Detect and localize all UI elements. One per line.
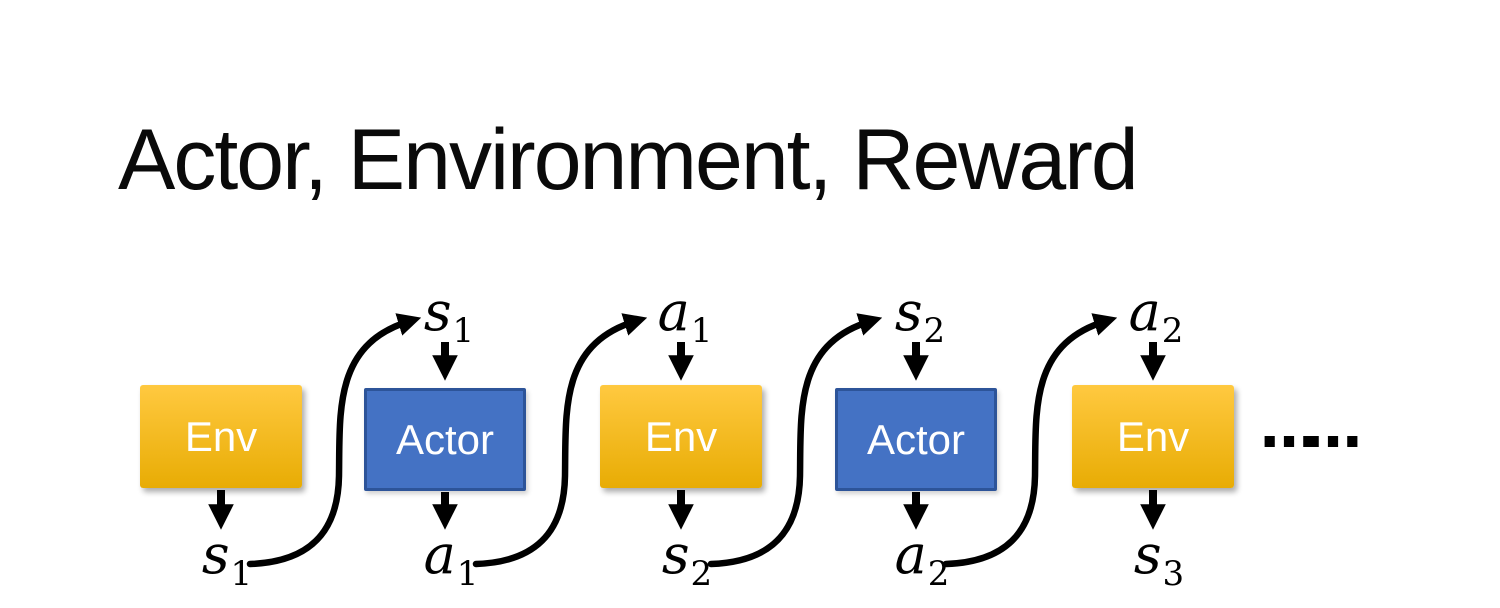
actor-box-2: Actor (835, 388, 997, 491)
top-label-s1: s1 (424, 285, 474, 349)
bottom-label-a1: a1 (424, 528, 479, 592)
env-box-3: Env (1072, 385, 1234, 488)
bottom-label-a1-sub: 1 (456, 554, 479, 594)
actor-box-1: Actor (364, 388, 526, 491)
env-box-3-label: Env (1116, 412, 1190, 460)
top-label-s2-base: s (894, 280, 923, 343)
bottom-label-s3-base: s (1133, 523, 1162, 586)
env-box-2: Env (600, 385, 762, 488)
top-label-s1-base: s (423, 280, 452, 343)
bottom-label-s1: s1 (202, 528, 252, 592)
bottom-label-s2-base: s (661, 523, 690, 586)
page-title: Actor, Environment, Reward (118, 112, 1139, 208)
bottom-label-a2-base: a (894, 523, 927, 586)
env-box-1-label: Env (184, 412, 258, 460)
bottom-label-a1-base: a (423, 523, 456, 586)
actor-box-2-label: Actor (866, 415, 966, 463)
top-label-a2-base: a (1128, 280, 1161, 343)
env-box-1: Env (140, 385, 302, 488)
top-label-a2-sub: 2 (1161, 311, 1184, 351)
bottom-label-s3-sub: 3 (1162, 554, 1185, 594)
bottom-label-s1-sub: 1 (230, 554, 253, 594)
top-label-a1: a1 (658, 285, 713, 349)
bottom-label-s2: s2 (662, 528, 712, 592)
continuation-dots: …… (1260, 393, 1362, 461)
top-label-a2: a2 (1129, 285, 1184, 349)
env-box-2-label: Env (644, 412, 718, 460)
top-label-s2: s2 (895, 285, 945, 349)
top-label-a1-sub: 1 (690, 311, 713, 351)
top-label-s2-sub: 2 (923, 311, 946, 351)
top-label-s1-sub: 1 (452, 311, 475, 351)
bottom-label-s3: s3 (1134, 528, 1184, 592)
top-label-a1-base: a (657, 280, 690, 343)
actor-box-1-label: Actor (395, 415, 495, 463)
bottom-label-a2-sub: 2 (927, 554, 950, 594)
bottom-label-s1-base: s (201, 523, 230, 586)
bottom-label-a2: a2 (895, 528, 950, 592)
bottom-label-s2-sub: 2 (690, 554, 713, 594)
